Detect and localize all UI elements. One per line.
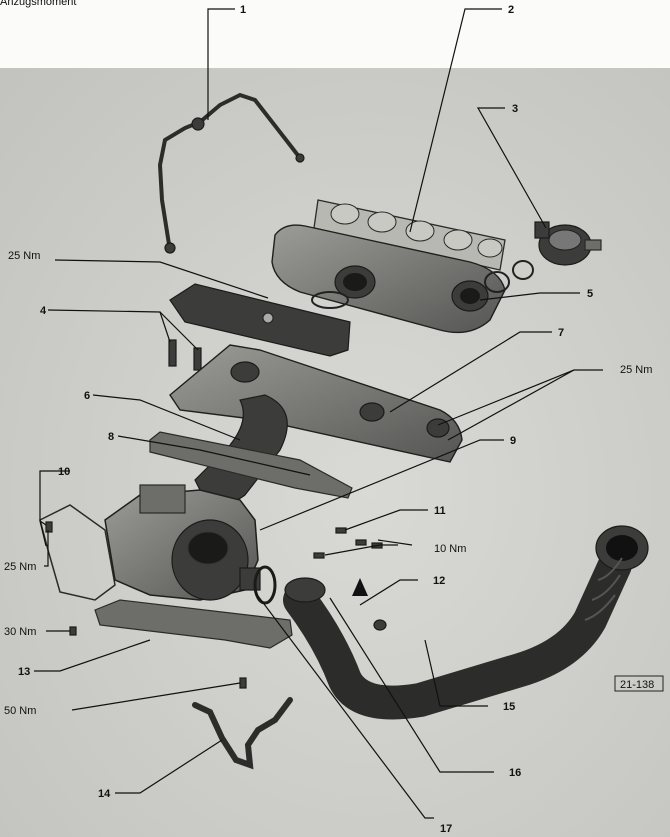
intake-hose bbox=[283, 525, 649, 720]
seal-ring bbox=[512, 260, 534, 280]
callout-5: 5 bbox=[587, 288, 593, 300]
hose-connector bbox=[284, 577, 326, 603]
callout-8: 8 bbox=[108, 431, 114, 443]
bolts bbox=[168, 339, 202, 371]
direction-arrow-icon bbox=[352, 578, 368, 596]
callout-17: 17 bbox=[440, 823, 452, 835]
intake-manifold bbox=[271, 224, 506, 334]
callout-3: 3 bbox=[512, 103, 518, 115]
wastegate-valve bbox=[534, 221, 602, 266]
callout-2: 2 bbox=[508, 4, 514, 16]
leader-lines bbox=[34, 8, 603, 819]
gasket-plate bbox=[39, 504, 116, 601]
support-bracket bbox=[94, 599, 293, 649]
small-fitting bbox=[373, 619, 387, 631]
callout-1: 1 bbox=[240, 4, 246, 16]
bolt-25nm bbox=[45, 521, 53, 533]
callout-6: 6 bbox=[84, 390, 90, 402]
torque-label: 10 Nm bbox=[434, 543, 466, 555]
callout-15: 15 bbox=[503, 701, 515, 713]
torque-label: 50 Nm bbox=[4, 705, 36, 717]
callout-4: 4 bbox=[40, 305, 47, 317]
header-text: Anzugsmoment bbox=[0, 0, 76, 8]
torque-label: 30 Nm bbox=[4, 626, 36, 638]
seal-ring bbox=[484, 271, 510, 293]
callout-10: 10 bbox=[58, 466, 70, 478]
callout-14: 14 bbox=[98, 788, 111, 800]
torque-label: 25 Nm bbox=[8, 250, 40, 262]
figure-code-box bbox=[614, 675, 664, 692]
photo-background bbox=[0, 68, 670, 837]
torque-label: 25 Nm bbox=[620, 364, 652, 376]
oil-supply-pipe bbox=[157, 92, 305, 254]
clamp-ring bbox=[253, 565, 277, 605]
turbocharger bbox=[104, 484, 261, 601]
callout-9: 9 bbox=[510, 435, 516, 447]
heat-shield bbox=[169, 283, 351, 357]
bolt-30nm bbox=[69, 626, 77, 636]
manifold-gasket bbox=[313, 199, 506, 271]
torque-label: 25 Nm bbox=[4, 561, 36, 573]
callout-12: 12 bbox=[433, 575, 445, 587]
callout-7: 7 bbox=[558, 327, 564, 339]
callout-16: 16 bbox=[509, 767, 521, 779]
callout-13: 13 bbox=[18, 666, 30, 678]
bolt-50nm bbox=[239, 677, 247, 689]
figure-code: 21-138 bbox=[620, 679, 654, 691]
oil-return-pipe bbox=[192, 697, 293, 770]
callout-11: 11 bbox=[434, 505, 446, 517]
